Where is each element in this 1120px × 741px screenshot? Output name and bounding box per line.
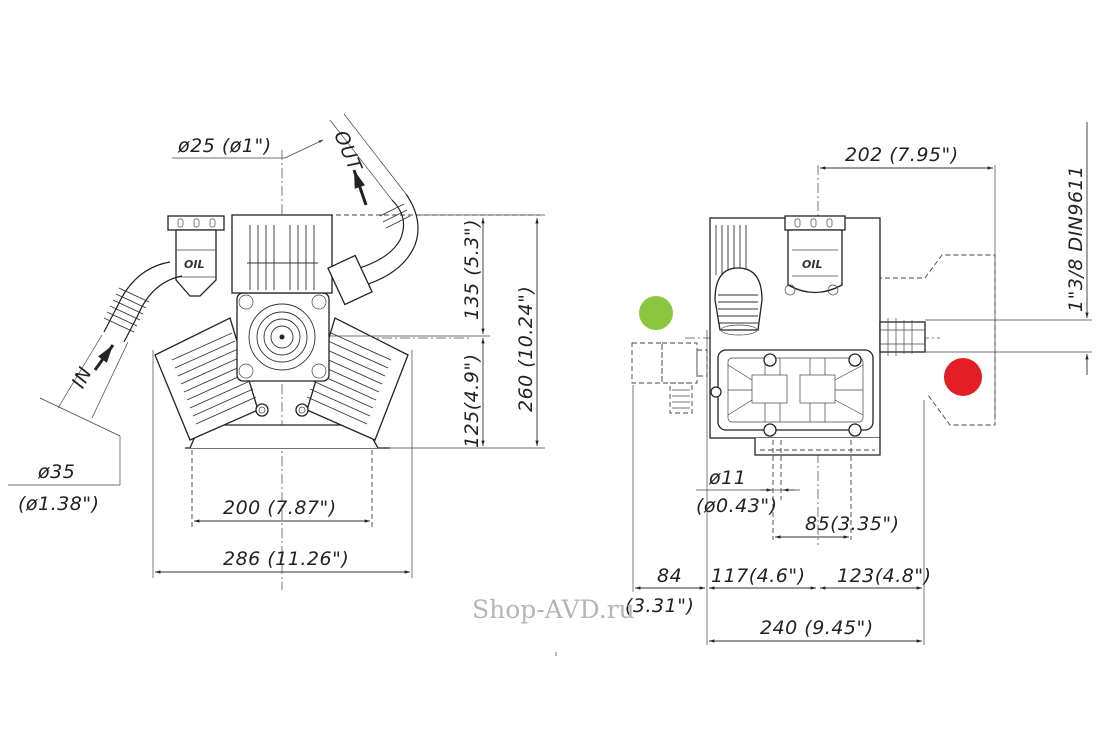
oil-reservoir: OIL [167, 215, 225, 297]
mount-width-dim: 200 (7.87") [223, 497, 337, 519]
inlet-flow-arrow [93, 344, 115, 371]
outlet-diameter-dim: ø25 (ø1") [177, 135, 272, 157]
overall-width-dim: 286 (11.26") [223, 548, 349, 570]
hole-diameter-mm: ø11 [708, 467, 746, 489]
height-upper-dim: 135 (5.3") [461, 219, 483, 320]
outlet-flow-arrow [352, 169, 368, 206]
hole-diameter-in: (ø0.43") [696, 495, 778, 517]
height-lower-dim: 125(4.9") [461, 353, 483, 448]
oil-label: OIL [184, 258, 204, 271]
inlet-offset-in: (3.31") [625, 595, 694, 617]
base-total-dim: 240 (9.45") [760, 617, 874, 639]
inlet-diameter-mm: ø35 [37, 461, 75, 483]
hole-spacing-dim: 85(3.35") [805, 513, 900, 535]
red-marker-dot [944, 358, 982, 396]
inlet-hose [57, 261, 183, 419]
base-left-dim: 117(4.6") [711, 565, 806, 587]
inlet-offset-mm: 84 [657, 565, 682, 587]
base-right-dim: 123(4.8") [837, 565, 932, 587]
watermark: Shop-AVD.ru [472, 595, 635, 624]
side-view: OIL [625, 122, 1092, 645]
shaft-length-dim: 202 (7.95") [845, 144, 959, 166]
side-oil-label: OIL [802, 258, 822, 271]
side-inlet-fitting [631, 342, 708, 414]
inlet-diameter-in: (ø1.38") [18, 493, 100, 515]
outlet-hose [327, 113, 419, 306]
shaft-spec-dim: 1"3/8 DIN9611 [1065, 165, 1087, 312]
green-marker-dot [639, 296, 673, 330]
outlet-label: OUT [329, 127, 366, 175]
height-total-dim: 260 (10.24") [515, 286, 537, 412]
front-view: OIL [8, 113, 545, 590]
inlet-label: IN [68, 363, 97, 392]
right-cylinder-head [306, 317, 409, 441]
